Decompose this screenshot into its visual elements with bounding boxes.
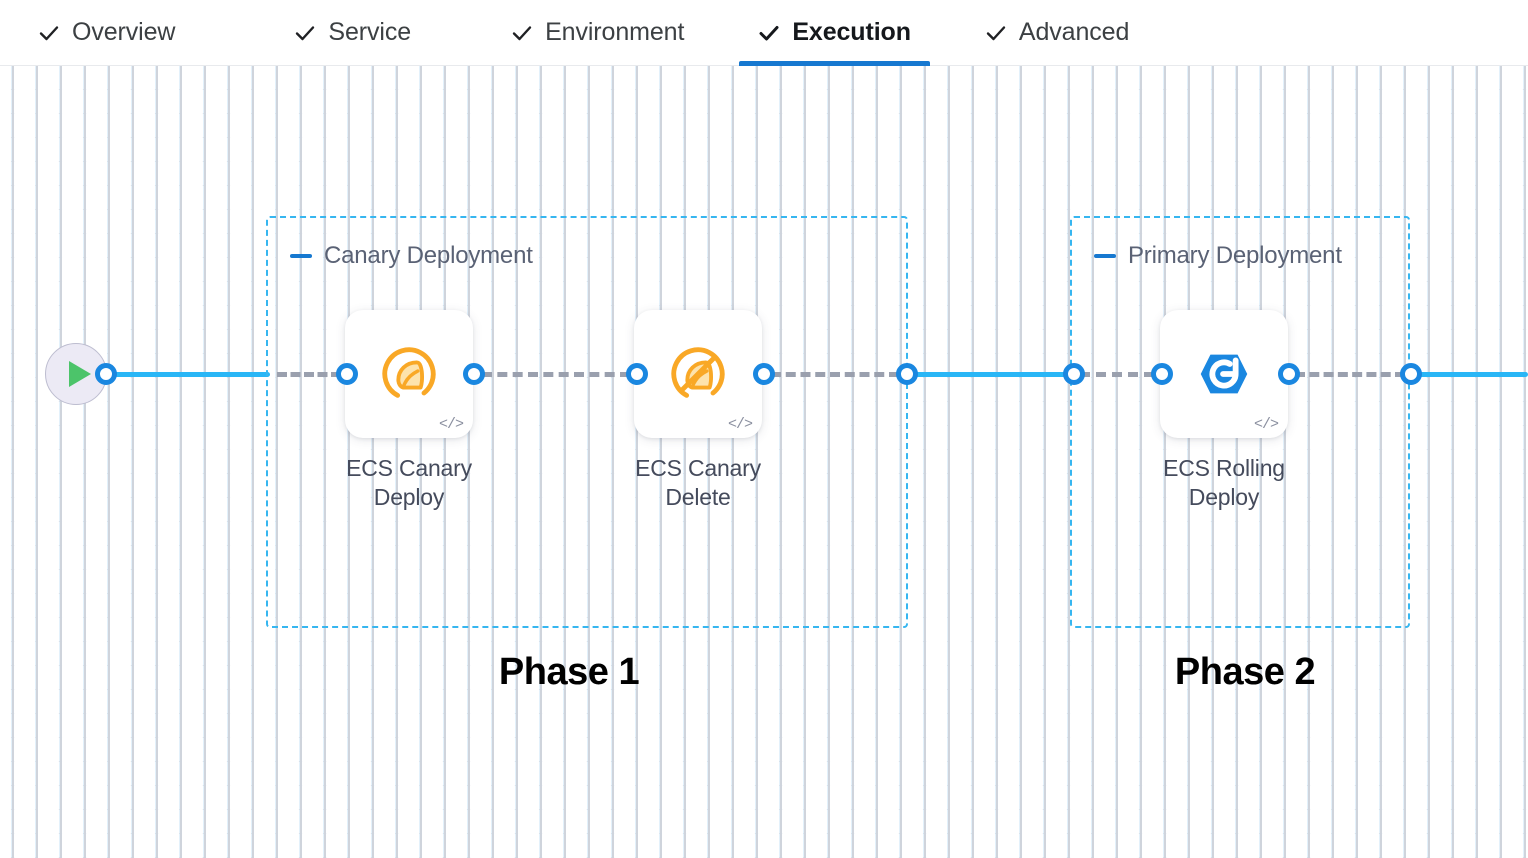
rolling-deploy-icon: [1200, 354, 1248, 394]
tab-overview[interactable]: Overview: [38, 0, 175, 66]
edge-start-to-phase1: [105, 372, 270, 377]
node-card[interactable]: </>: [1160, 310, 1288, 438]
node-ecs-canary-delete[interactable]: </> ECS Canary Delete: [634, 310, 793, 513]
port-phase2-output[interactable]: [1400, 363, 1422, 385]
check-icon: [985, 22, 1007, 44]
tab-service[interactable]: Service: [294, 0, 411, 66]
port-ecs-rolling-deploy-output[interactable]: [1278, 363, 1300, 385]
phase-caption-1: Phase 1: [498, 651, 640, 693]
node-card[interactable]: </>: [345, 310, 473, 438]
group-title: Primary Deployment: [1128, 242, 1342, 269]
port-phase1-output[interactable]: [896, 363, 918, 385]
play-icon: [68, 361, 91, 387]
code-badge-icon: </>: [1253, 416, 1279, 433]
minus-icon[interactable]: [1094, 254, 1116, 258]
minus-icon[interactable]: [290, 254, 312, 258]
edge-phase2-outgoing: [1410, 372, 1528, 377]
port-ecs-canary-deploy-input[interactable]: [336, 363, 358, 385]
port-start-output[interactable]: [95, 363, 117, 385]
port-ecs-canary-delete-output[interactable]: [753, 363, 775, 385]
port-ecs-canary-deploy-output[interactable]: [463, 363, 485, 385]
group-header-canary-deployment[interactable]: Canary Deployment: [290, 242, 533, 270]
tab-execution[interactable]: Execution: [739, 0, 930, 66]
edge-phase1-to-phase2: [906, 372, 1074, 377]
code-badge-icon: </>: [438, 416, 464, 433]
tab-label: Execution: [792, 18, 911, 46]
node-ecs-rolling-deploy[interactable]: </> ECS Rolling Deploy: [1160, 310, 1319, 513]
group-header-primary-deployment[interactable]: Primary Deployment: [1094, 242, 1342, 270]
check-icon: [38, 22, 60, 44]
group-box-canary-deployment[interactable]: Canary Deployment: [266, 216, 908, 628]
tab-label: Overview: [72, 18, 176, 46]
node-label: ECS Canary Delete: [635, 455, 761, 511]
edge-dashed-5: [1295, 372, 1405, 377]
edge-dashed-1: [277, 372, 341, 377]
canary-bird-delete-icon: [671, 347, 725, 401]
check-icon: [511, 22, 533, 44]
port-ecs-canary-delete-input[interactable]: [626, 363, 648, 385]
tab-label: Service: [328, 18, 412, 46]
tab-advanced[interactable]: Advanced: [985, 0, 1129, 66]
edge-dashed-3: [771, 372, 899, 377]
canary-bird-icon: [382, 347, 436, 401]
tab-label: Advanced: [1018, 18, 1130, 46]
tab-label: Environment: [545, 18, 685, 46]
group-box-primary-deployment[interactable]: Primary Deployment: [1070, 216, 1410, 628]
tab-environment[interactable]: Environment: [511, 0, 684, 66]
wizard-tab-bar: Overview Service Environment Execution A…: [0, 0, 1528, 66]
node-card[interactable]: </>: [634, 310, 762, 438]
node-ecs-canary-deploy[interactable]: </> ECS Canary Deploy: [345, 310, 504, 513]
phase-caption-2: Phase 2: [1174, 651, 1316, 693]
code-badge-icon: </>: [727, 416, 753, 433]
port-phase2-input[interactable]: [1063, 363, 1085, 385]
node-label: ECS Canary Deploy: [346, 455, 472, 511]
edge-dashed-4: [1080, 372, 1154, 377]
port-ecs-rolling-deploy-input[interactable]: [1151, 363, 1173, 385]
pipeline-canvas[interactable]: Canary Deployment Primary Deployment </>…: [0, 66, 1528, 858]
group-title: Canary Deployment: [324, 242, 533, 269]
check-icon: [758, 22, 780, 44]
edge-dashed-2: [482, 372, 630, 377]
check-icon: [294, 22, 316, 44]
node-label: ECS Rolling Deploy: [1163, 455, 1285, 511]
